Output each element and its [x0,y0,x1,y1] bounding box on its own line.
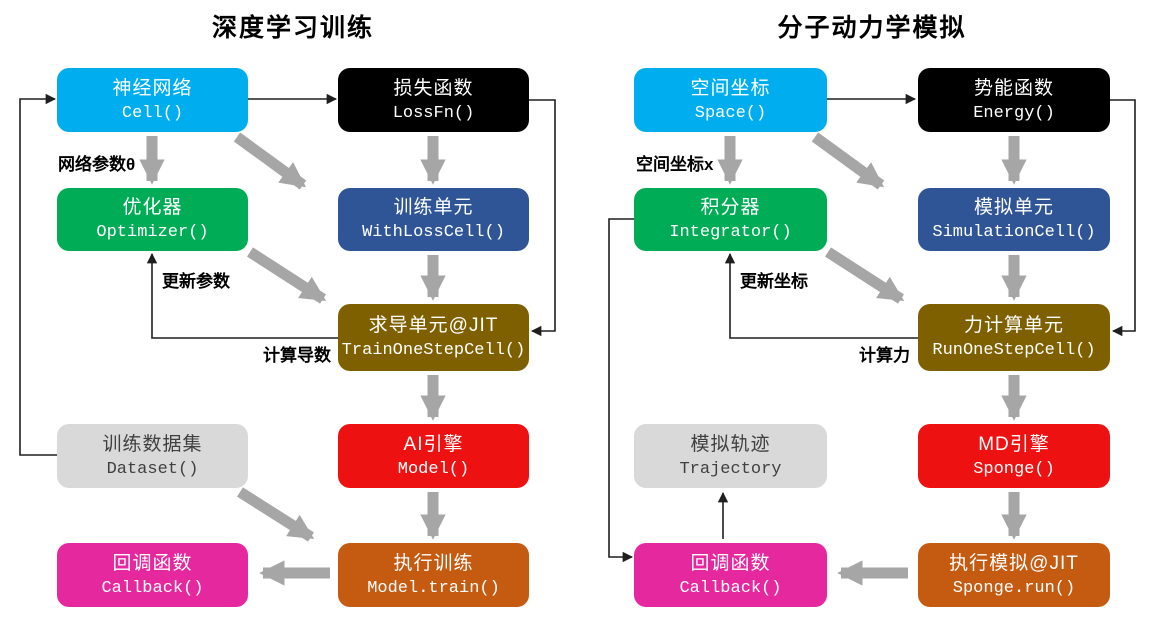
node-label-code: Model.train() [367,578,500,598]
node-dataset: 训练数据集 Dataset() [57,424,248,488]
node-label-code: Callback() [101,578,204,598]
node-label-code: TrainOneStepCell() [341,341,526,360]
node-label-zh: 训练单元 [393,197,474,218]
edge-runonestepcell-to-integrator [724,252,918,339]
edge-label-space-coord: 空间坐标x [636,155,714,174]
node-integrator: 积分器 Integrator() [634,188,827,251]
node-loss-function: 损失函数 LossFn() [338,68,529,132]
node-label-code: SimulationCell() [932,223,1096,242]
node-trajectory: 模拟轨迹 Trajectory [634,424,827,488]
node-space: 空间坐标 Space() [634,68,827,132]
node-label-code: WithLossCell() [362,223,505,242]
node-label-zh: 模拟轨迹 [690,433,771,455]
node-label-zh: MD引擎 [978,433,1050,455]
node-label-zh: 回调函数 [690,552,771,574]
edge-cell-to-withlosscell [233,132,307,190]
edge-trainonestepcell-to-optimizer [146,252,338,339]
node-label-code: Space() [694,103,767,123]
node-label-code: Sponge.run() [952,578,1076,598]
edge-label-compute-force: 计算力 [859,346,910,365]
node-label-zh: 执行训练 [393,552,474,574]
node-train-unit: 训练单元 WithLossCell() [338,188,529,251]
node-label-code: Integrator() [669,223,792,242]
node-label-zh: 损失函数 [393,77,474,99]
node-label-code: Energy() [973,103,1055,123]
node-label-zh: 求导单元@JIT [368,315,499,336]
edge-integrator-to-runonestepcell [825,247,905,304]
edge-label-update-coord: 更新坐标 [740,272,808,291]
node-energy: 势能函数 Energy() [918,68,1110,132]
node-label-code: Model() [397,459,470,479]
node-ai-engine: AI引擎 Model() [338,424,529,488]
edge-lossfn-to-trainonestepcell [529,99,556,337]
node-label-code: Sponge() [973,459,1055,479]
node-optimizer: 优化器 Optimizer() [57,188,248,251]
edge-optimizer-to-trainonestepcell [247,247,327,304]
node-label-code: Cell() [121,103,184,123]
node-label-code: RunOneStepCell() [932,341,1096,360]
node-grad-unit: 求导单元@JIT TrainOneStepCell() [338,304,529,371]
node-label-zh: 训练数据集 [102,433,203,455]
node-label-code: Callback() [679,578,782,598]
edge-label-network-params: 网络参数θ [58,155,136,174]
edge-dataset-to-train [237,487,315,542]
node-label-zh: 优化器 [122,197,183,218]
node-force-unit: 力计算单元 RunOneStepCell() [918,304,1110,371]
edge-energy-to-runonestepcell [1110,99,1136,337]
node-callback-left: 回调函数 Callback() [57,543,248,607]
node-label-code: Trajectory [679,459,782,479]
node-md-engine: MD引擎 Sponge() [918,424,1110,488]
edge-label-compute-grad: 计算导数 [263,346,331,365]
node-neural-network: 神经网络 Cell() [57,68,248,132]
edge-label-update-params: 更新参数 [162,272,230,291]
node-label-zh: AI引擎 [403,433,464,455]
node-label-zh: 神经网络 [112,77,193,99]
node-label-code: LossFn() [392,103,475,123]
edge-dataset-to-cell [19,93,57,456]
node-label-zh: 积分器 [700,197,761,218]
right-diagram-title: 分子动力学模拟 [777,15,967,42]
node-callback-right: 回调函数 Callback() [634,543,827,607]
edge-integrator-to-callback [608,218,634,563]
node-label-zh: 模拟单元 [973,197,1054,218]
node-label-code: Optimizer() [96,223,209,242]
node-label-code: Dataset() [106,459,199,479]
node-label-zh: 力计算单元 [963,315,1064,336]
node-label-zh: 势能函数 [973,77,1054,99]
node-label-zh: 空间坐标 [690,77,771,99]
node-simulation-unit: 模拟单元 SimulationCell() [918,188,1110,251]
left-diagram-title: 深度学习训练 [211,15,374,42]
node-run-simulation: 执行模拟@JIT Sponge.run() [918,543,1110,607]
node-label-zh: 执行模拟@JIT [949,552,1079,574]
edge-space-to-simulationcell [811,132,885,190]
node-run-training: 执行训练 Model.train() [338,543,529,607]
node-label-zh: 回调函数 [112,552,193,574]
